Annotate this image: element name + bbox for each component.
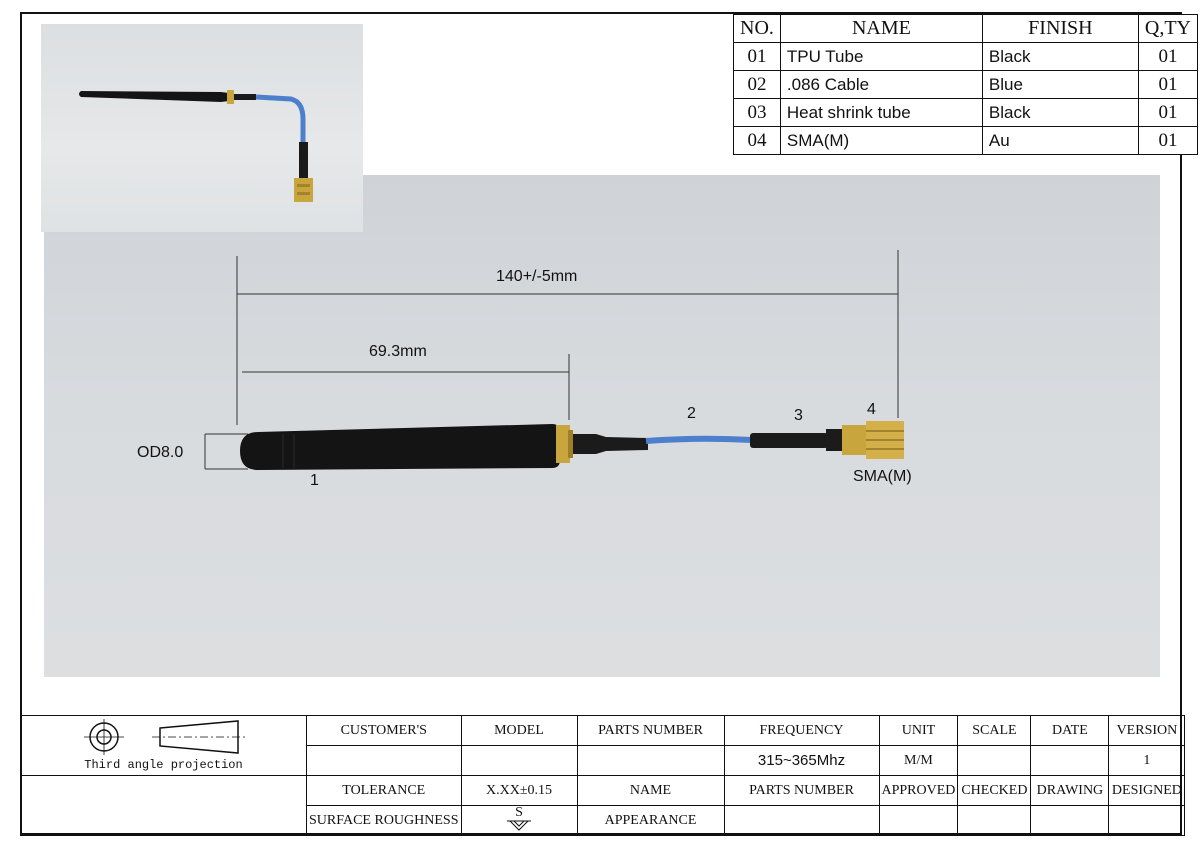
roughness-triangle-icon <box>464 819 575 834</box>
thumb-tube <box>79 91 229 102</box>
tube-length-label: 69.3mm <box>369 343 427 360</box>
frequency-value: 315~365Mhz <box>723 745 880 776</box>
checked-cell: CHECKED <box>957 775 1032 806</box>
name-cell: NAME <box>576 775 725 806</box>
header-qty: Q,TY <box>1137 14 1199 43</box>
version-cell: VERSION <box>1108 715 1186 746</box>
row-qty: 01 <box>1137 126 1199 155</box>
title-block-row: TOLERANCE X.XX±0.15 NAME PARTS NUMBER AP… <box>20 775 1186 836</box>
title-block-row: SURFACE ROUGHNESS S APPEARANCE <box>21 805 1186 836</box>
projection-label: Third angle projection <box>84 758 243 772</box>
row-name: SMA(M) <box>779 126 983 155</box>
callout-4: 4 <box>867 401 876 418</box>
date-value <box>1030 745 1110 776</box>
unit-cell: UNIT <box>878 715 959 746</box>
row-name: .086 Cable <box>779 70 983 99</box>
row-qty: 01 <box>1137 98 1199 127</box>
table-row: 01 TPU Tube Black 01 <box>733 42 1199 71</box>
customers-value <box>306 745 462 776</box>
designed-cell: DESIGNED <box>1108 775 1186 806</box>
thumb-shrink <box>234 94 256 100</box>
customers-cell: CUSTOMER'S <box>306 715 462 746</box>
appearance-cell: APPEARANCE <box>576 805 725 836</box>
antenna-thumbnail-photo <box>41 24 363 232</box>
empty-cell <box>957 805 1032 836</box>
sma-body <box>842 425 866 455</box>
heat-shrink-tube-2 <box>750 433 828 448</box>
antenna-thumbnail-illustration <box>79 90 313 202</box>
unit-value: M/M <box>878 745 959 776</box>
thumb-shrink-2 <box>299 142 308 178</box>
model-value <box>460 745 578 776</box>
roughness-symbol-cell: S <box>460 805 578 836</box>
table-row: 02 .086 Cable Blue 01 <box>733 70 1199 99</box>
row-finish: Au <box>981 126 1139 155</box>
tolerance-cell: TOLERANCE <box>306 775 462 806</box>
title-block-row: Third angle projection CUSTOMER'S MODEL … <box>20 715 1186 776</box>
model-cell: MODEL <box>460 715 578 746</box>
version-value: 1 <box>1108 745 1186 776</box>
row-finish: Blue <box>981 70 1139 99</box>
drawing-cell: DRAWING <box>1030 775 1110 806</box>
thumb-cable <box>255 94 306 142</box>
heat-shrink-tube <box>573 434 648 454</box>
thumb-gold-ferrule <box>227 90 234 104</box>
surface-roughness-cell: SURFACE ROUGHNESS <box>306 805 462 836</box>
parts-number-cell: PARTS NUMBER <box>576 715 725 746</box>
approved-cell: APPROVED <box>878 775 959 806</box>
tolerance-value: X.XX±0.15 <box>460 775 578 806</box>
callout-2: 2 <box>687 405 696 422</box>
scale-cell: SCALE <box>957 715 1032 746</box>
tpu-tube <box>240 424 560 470</box>
row-qty: 01 <box>1137 42 1199 71</box>
outer-diameter-label: OD8.0 <box>137 444 184 461</box>
row-no: 04 <box>733 126 781 155</box>
row-finish: Black <box>981 98 1139 127</box>
roughness-symbol: S <box>515 805 523 820</box>
title-block: Third angle projection CUSTOMER'S MODEL … <box>20 715 1186 836</box>
header-finish: FINISH <box>981 14 1139 43</box>
empty-cell <box>878 805 959 836</box>
empty-cell <box>1030 805 1110 836</box>
antenna-photo <box>44 175 1160 677</box>
blue-cable <box>645 435 753 444</box>
callout-1: 1 <box>310 472 319 489</box>
parts-number-cell-2: PARTS NUMBER <box>723 775 880 806</box>
gold-ferrule <box>556 425 570 463</box>
parts-number-value <box>576 745 725 776</box>
callout-3: 3 <box>794 407 803 424</box>
title-block-row: 315~365Mhz M/M 1 <box>21 745 1186 776</box>
row-no: 02 <box>733 70 781 99</box>
date-cell: DATE <box>1030 715 1110 746</box>
empty-cell <box>1108 805 1186 836</box>
connector-label: SMA(M) <box>853 468 912 485</box>
table-row: 03 Heat shrink tube Black 01 <box>733 98 1199 127</box>
empty-cell <box>723 805 880 836</box>
projection-cell: Third angle projection <box>20 715 307 776</box>
blank-cell <box>20 775 307 836</box>
scale-value <box>957 745 1032 776</box>
row-name: TPU Tube <box>779 42 983 71</box>
frequency-cell: FREQUENCY <box>723 715 880 746</box>
overall-length-label: 140+/-5mm <box>496 268 578 285</box>
table-row: 04 SMA(M) Au 01 <box>733 126 1199 155</box>
parts-table: NO. NAME FINISH Q,TY 01 TPU Tube Black 0… <box>733 14 1199 155</box>
